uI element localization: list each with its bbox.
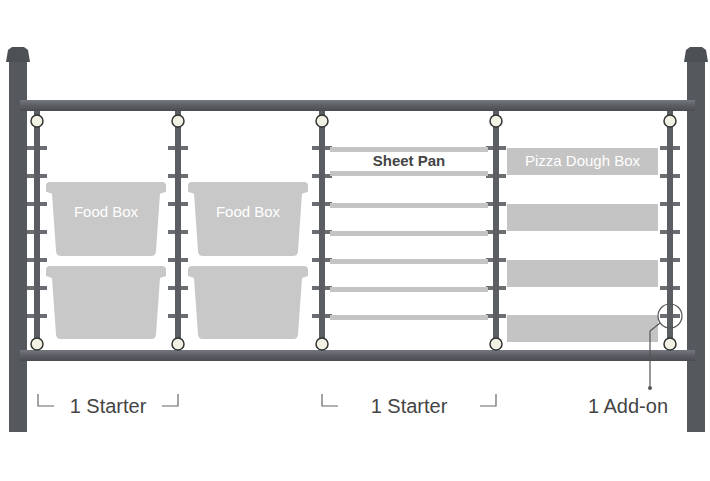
inner-post (667, 111, 673, 350)
group-label: 1 Starter (70, 395, 147, 417)
bottom-rail (20, 350, 695, 361)
inner-post (319, 111, 325, 350)
bolt (172, 115, 184, 127)
bolt (490, 338, 502, 350)
node-label: Food Box (216, 204, 280, 221)
post-cap (6, 47, 30, 62)
sheet-pan: Sheet Pan (330, 147, 488, 176)
bolt (31, 115, 43, 127)
bolt (490, 115, 502, 127)
leader-dot (648, 386, 652, 390)
bolt (31, 338, 43, 350)
bolt (664, 338, 676, 350)
food-box (46, 266, 166, 339)
outer-post (687, 62, 705, 432)
group-label: 1 Add-on (588, 395, 668, 417)
group-label: 1 Starter (371, 395, 448, 417)
sheet-pans (330, 203, 488, 320)
pizza-dough-box: Pizza Dough Box (507, 148, 658, 175)
inner-posts (31, 111, 676, 350)
food-box: Food Box (188, 182, 308, 256)
inner-post (493, 111, 499, 350)
outer-post (9, 62, 27, 432)
node-label: Food Box (74, 204, 138, 221)
inner-post (175, 111, 181, 350)
node-label: Pizza Dough Box (525, 153, 640, 170)
food-box (188, 266, 308, 339)
callout-circle (658, 304, 682, 328)
dough-boxes (507, 204, 658, 342)
leader-line (650, 323, 660, 386)
node-label: Sheet Pan (373, 153, 446, 170)
bolt (316, 115, 328, 127)
bolt (316, 338, 328, 350)
top-rail (20, 100, 695, 111)
inner-post (34, 111, 40, 350)
post-cap (684, 47, 708, 62)
bolt (172, 338, 184, 350)
bolt (664, 115, 676, 127)
food-box: Food Box (46, 182, 166, 256)
